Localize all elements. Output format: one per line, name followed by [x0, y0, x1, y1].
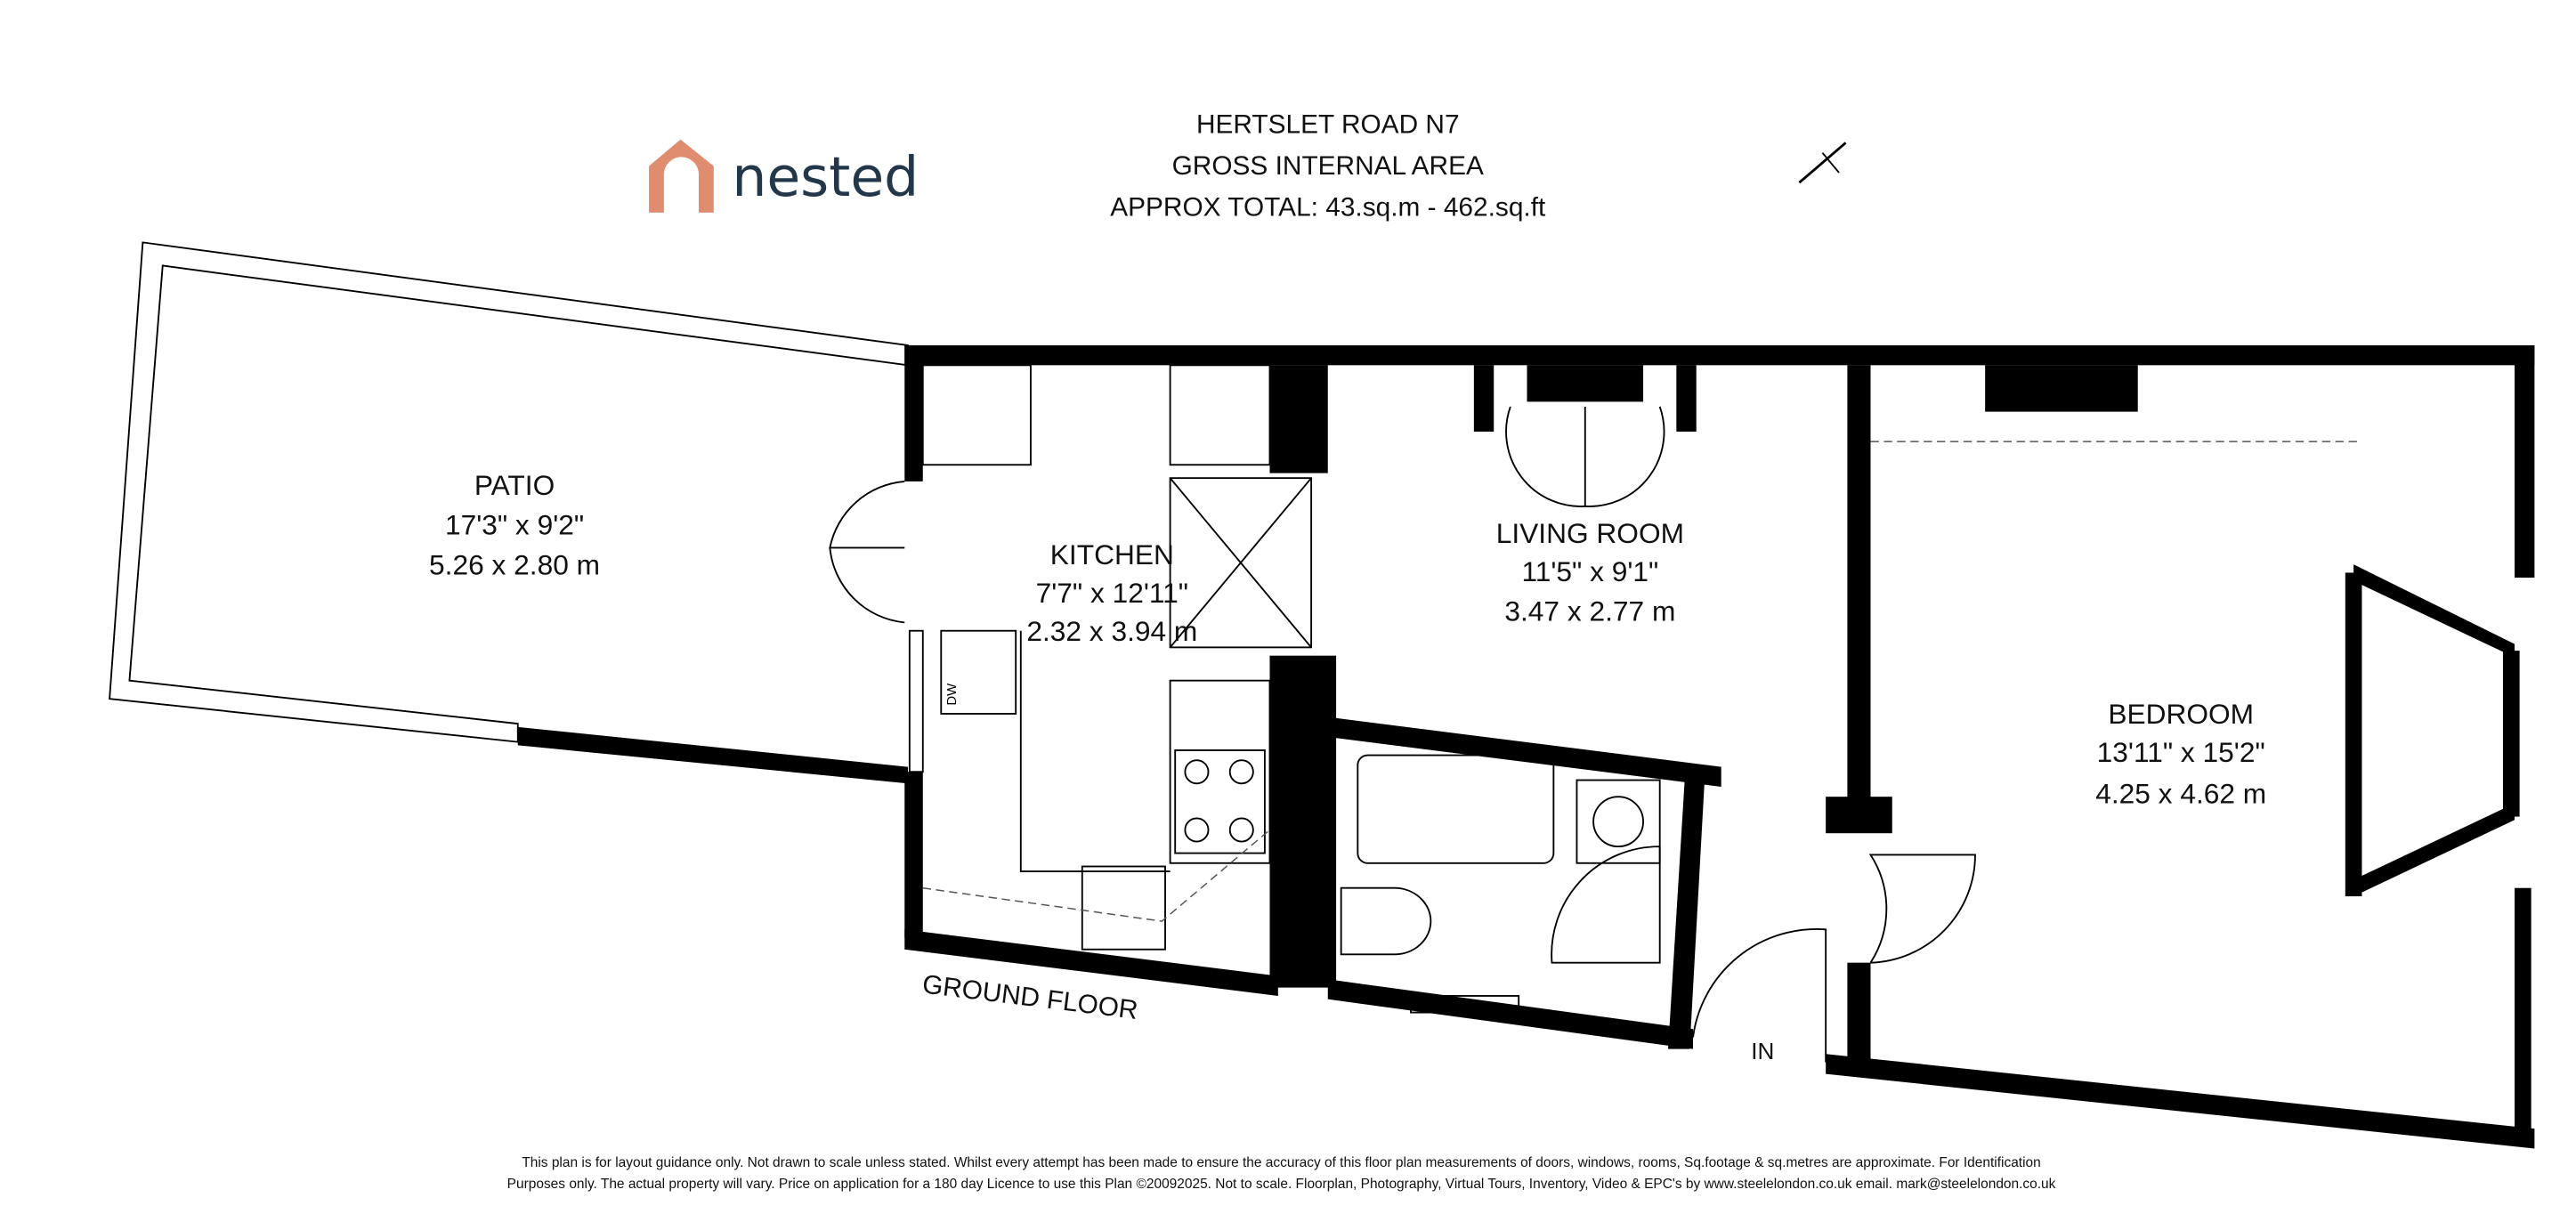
- nested-logo: nested: [649, 139, 919, 213]
- svg-text:17'3" x 9'2": 17'3" x 9'2": [445, 509, 584, 541]
- svg-text:11'5" x 9'1": 11'5" x 9'1": [1521, 555, 1658, 587]
- walls: [904, 344, 2535, 1149]
- svg-text:PATIO: PATIO: [474, 469, 555, 501]
- svg-text:2.32 x 3.94 m: 2.32 x 3.94 m: [1026, 615, 1197, 647]
- hob-icon: [1174, 749, 1266, 854]
- brand-name: nested: [732, 145, 919, 209]
- svg-text:3.47 x 2.77 m: 3.47 x 2.77 m: [1504, 595, 1675, 627]
- disclaimer-line-1: This plan is for layout guidance only. N…: [522, 1155, 2040, 1170]
- north-arrow-icon: [1798, 142, 1847, 184]
- svg-text:13'11" x 15'2": 13'11" x 15'2": [2097, 736, 2265, 768]
- area-total: APPROX TOTAL: 43.sq.m - 462.sq.ft: [1110, 193, 1546, 223]
- svg-text:5.26 x 2.80 m: 5.26 x 2.80 m: [429, 548, 600, 580]
- entrance-label: IN: [1751, 1038, 1774, 1064]
- svg-text:4.25 x 4.62 m: 4.25 x 4.62 m: [2095, 778, 2266, 810]
- svg-text:7'7" x 12'11": 7'7" x 12'11": [1036, 577, 1188, 609]
- floor-label: GROUND FLOOR: [920, 969, 1139, 1024]
- toilet: [1340, 886, 1432, 956]
- svg-text:KITCHEN: KITCHEN: [1050, 538, 1174, 570]
- bathtub: [1357, 754, 1555, 864]
- fixtures: DW: [829, 364, 2357, 1063]
- house-logo-icon: [649, 139, 714, 213]
- room-bedroom: BEDROOM 13'11" x 15'2" 4.25 x 4.62 m: [2095, 698, 2266, 810]
- dishwasher-label: DW: [945, 683, 960, 706]
- room-kitchen: KITCHEN 7'7" x 12'11" 2.32 x 3.94 m: [1026, 538, 1197, 647]
- svg-text:LIVING ROOM: LIVING ROOM: [1496, 517, 1684, 549]
- area-subtitle: GROSS INTERNAL AREA: [1172, 151, 1484, 181]
- svg-text:BEDROOM: BEDROOM: [2108, 698, 2254, 730]
- address-title: HERTSLET ROAD N7: [1196, 109, 1460, 139]
- disclaimer-line-2: Purposes only. The actual property will …: [507, 1177, 2056, 1192]
- room-living-room: LIVING ROOM 11'5" x 9'1" 3.47 x 2.77 m: [1496, 517, 1684, 627]
- room-patio: PATIO 17'3" x 9'2" 5.26 x 2.80 m: [429, 469, 600, 581]
